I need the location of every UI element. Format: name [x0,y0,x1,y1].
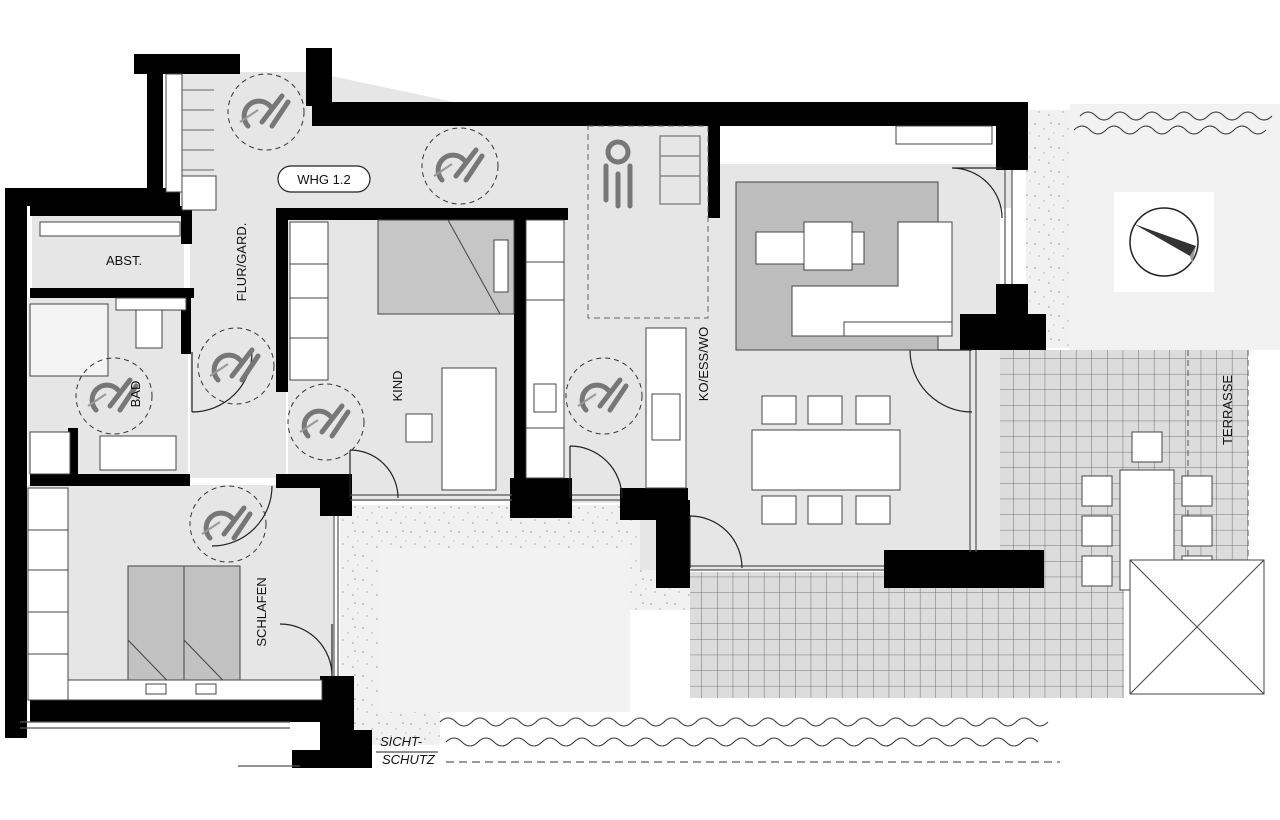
unit-label: WHG 1.2 [297,172,350,187]
room-label-terrasse: TERRASSE [1220,375,1235,445]
terrace-tiles-lower [690,572,1124,698]
labels: WHG 1.2 ABST. FLUR/GARD. BAD KIND KO/ESS… [106,165,1235,767]
wheelchair-turning-circle-icon [75,357,153,435]
room-label-bad: BAD [128,381,143,408]
room-label-kind: KIND [390,370,405,401]
room-label-schlafen: SCHLAFEN [254,577,269,646]
walls [5,48,1046,768]
sichtschutz-line2: SCHUTZ [382,752,436,767]
wheelchair-turning-circle-icon [421,127,499,205]
room-label-ko-ess-wo: KO/ESS/WO [696,327,711,401]
unit-badge [277,165,371,193]
wheelchair-turning-circle-icon [565,357,643,435]
gravel-strip-east [1026,110,1070,348]
hedge [439,111,1273,763]
north-arrow-icon [1114,192,1214,292]
stair-rails [659,135,701,205]
courtyard-lawn [378,548,630,712]
wheelchair-turning-circle-icon [189,485,267,563]
wheelchair-turning-circle-icon [287,383,365,461]
person-accessibility-icon [603,139,633,209]
furniture [27,125,1265,701]
room-label-abst: ABST. [106,253,142,268]
shaft [165,73,217,211]
wheelchair-symbols [75,73,643,563]
sichtschutz-line1: SICHT- [380,734,423,749]
windows [20,170,1013,767]
room-label-flur: FLUR/GARD. [234,223,249,302]
wheelchair-turning-circle-icon [197,327,275,405]
wheelchair-turning-circle-icon [227,73,305,151]
